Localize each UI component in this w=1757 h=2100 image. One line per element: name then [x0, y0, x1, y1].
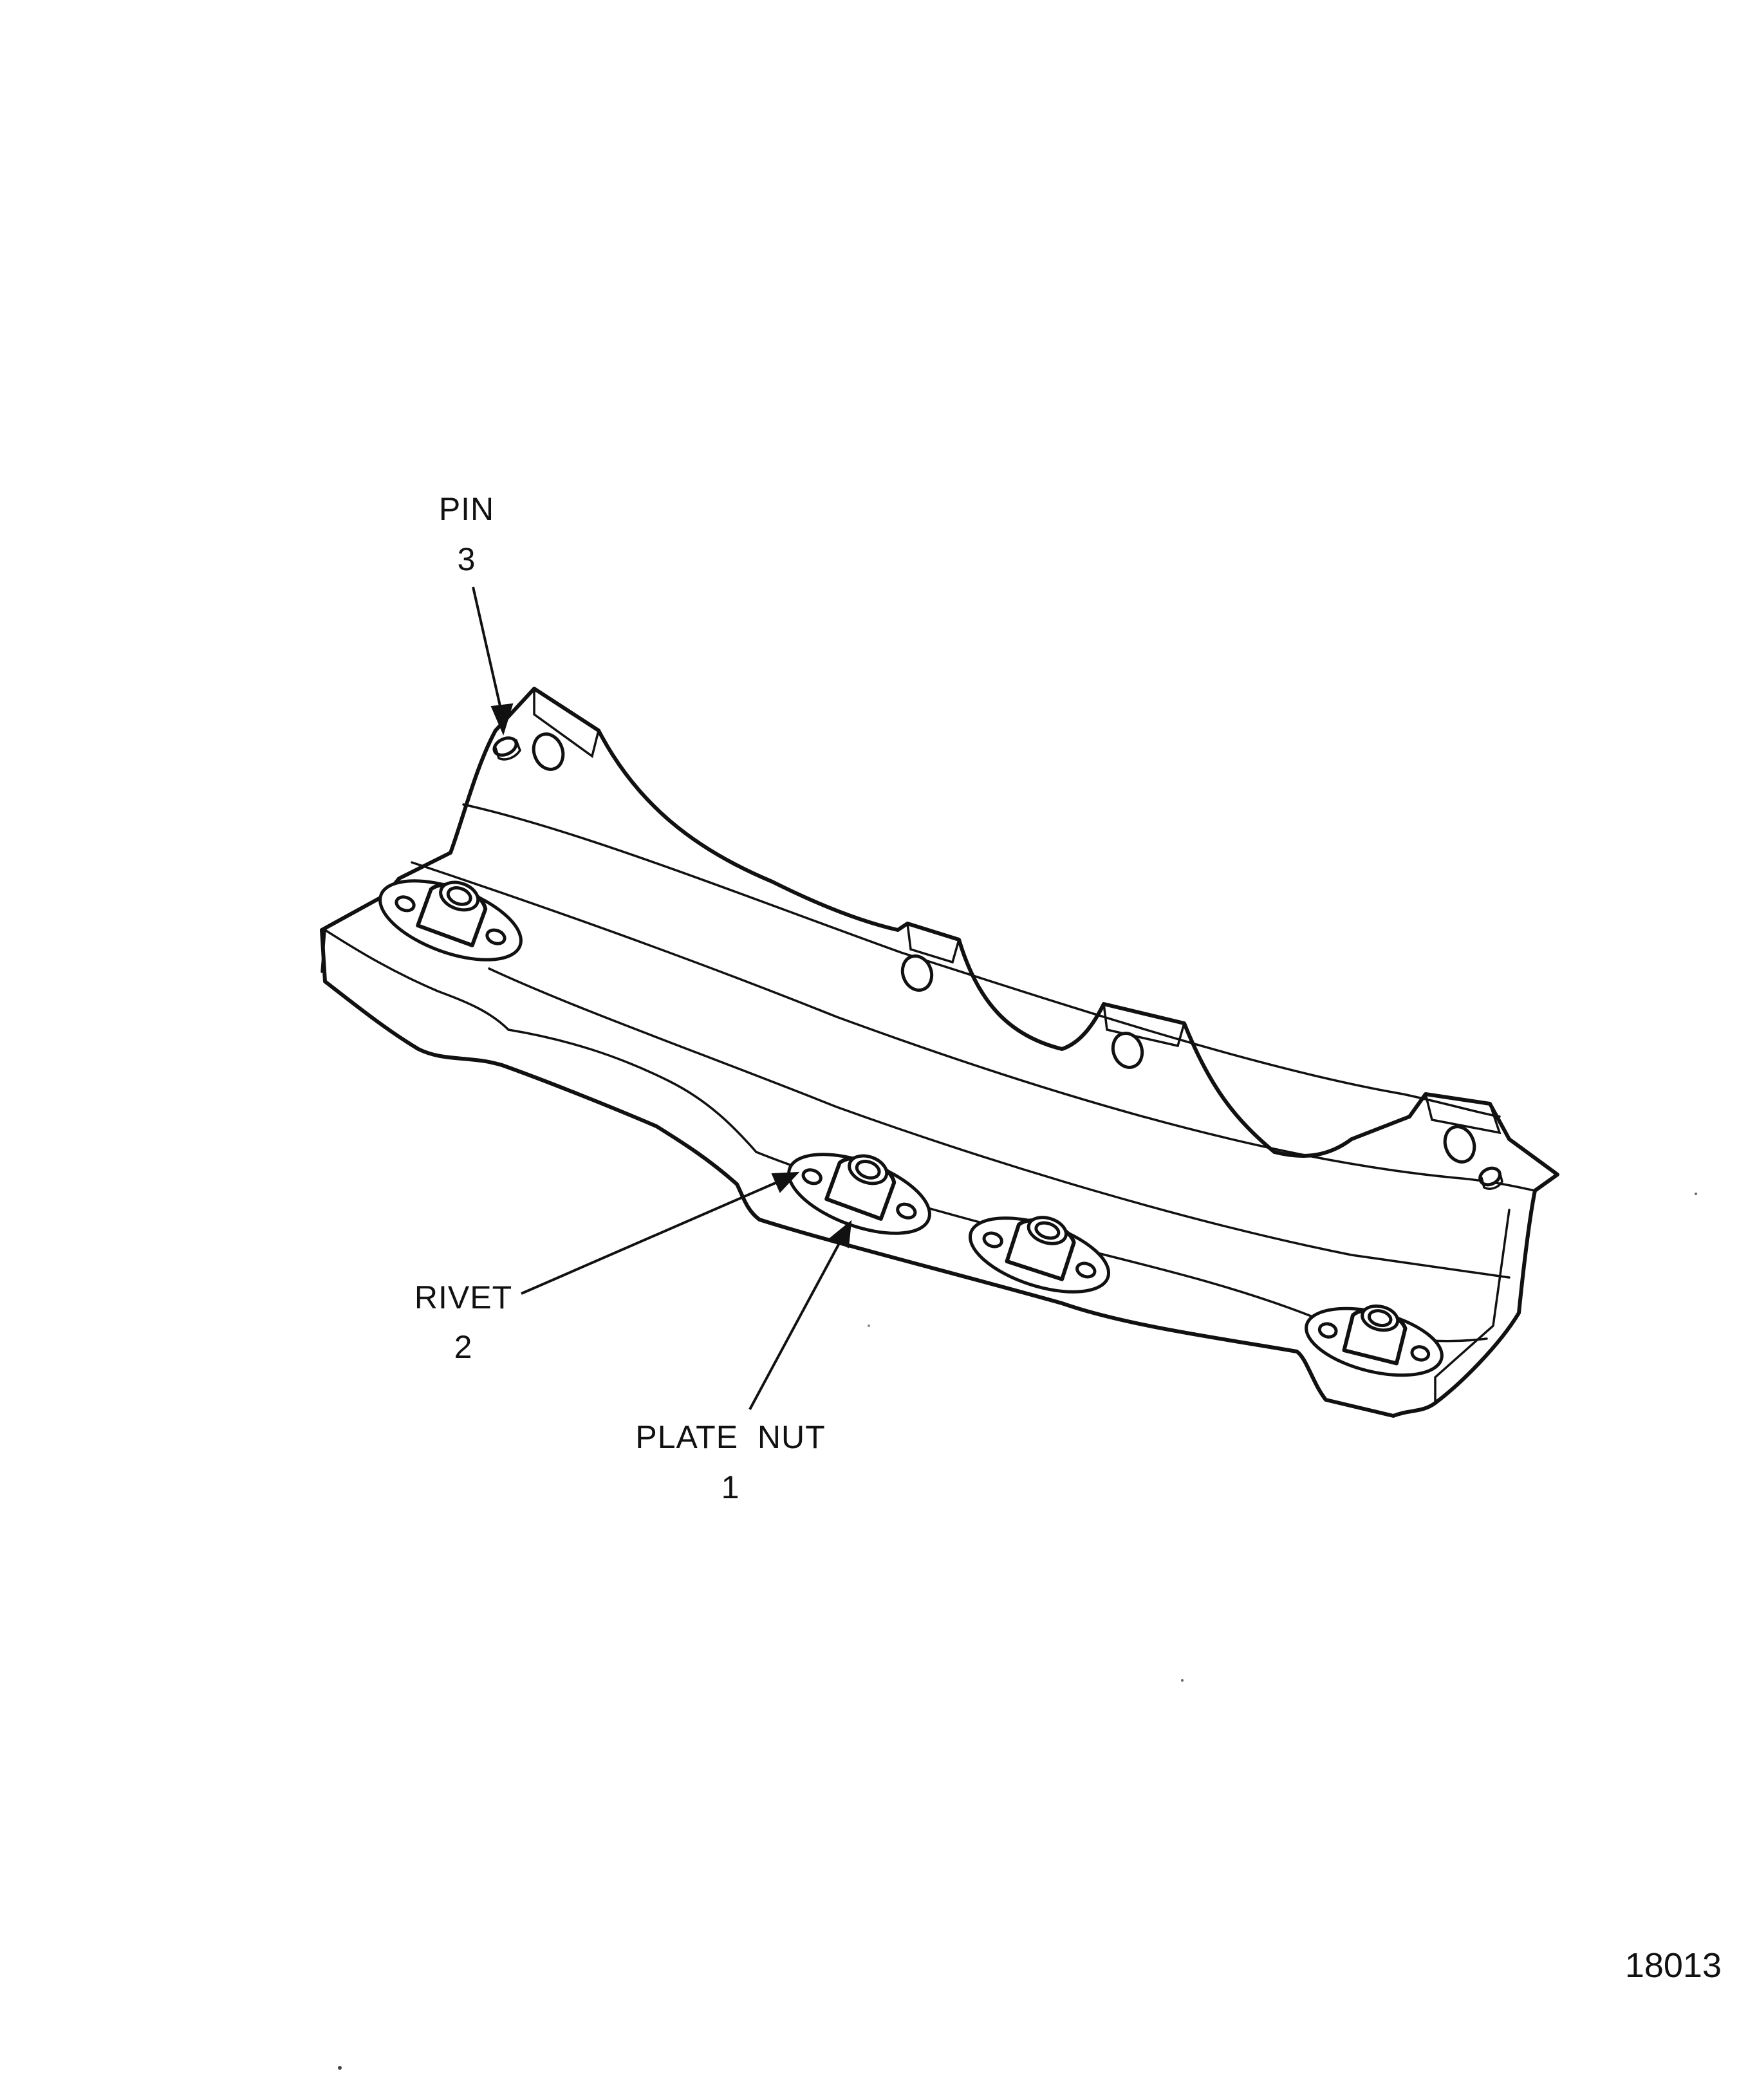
bracket-slab-edge — [507, 1028, 758, 1153]
pin-left — [492, 736, 521, 761]
callout-pin: PIN 3 — [439, 491, 494, 577]
pin-right — [1478, 1166, 1503, 1190]
callout-plate-nut: PLATE NUT 1 — [635, 1419, 825, 1505]
tab-hole-left — [532, 732, 565, 771]
pin-leader — [472, 586, 514, 736]
callout-rivet-name: RIVET — [414, 1279, 512, 1315]
bracket-contour-upper — [462, 803, 1501, 1118]
plate-nut-leader — [748, 1220, 852, 1410]
plate-nut-1 — [378, 879, 523, 962]
tab-hole-end — [1443, 1125, 1476, 1164]
bracket-contour-lower — [488, 967, 1511, 1279]
callout-plate-nut-name: PLATE NUT — [635, 1419, 825, 1455]
bracket-right-thickness — [1434, 1209, 1511, 1404]
plate-nut-4 — [1305, 1304, 1444, 1377]
plate-nut-2 — [787, 1153, 931, 1235]
tab-hole-right — [1111, 1032, 1144, 1069]
rivet-leader — [521, 1171, 800, 1295]
callout-pin-number: 3 — [458, 541, 476, 577]
tab-left-thickness — [533, 687, 600, 758]
tab-right-thickness — [1102, 1003, 1185, 1048]
tab-hole-middle — [900, 954, 934, 992]
scan-specks — [338, 1193, 1697, 2070]
callout-rivet: RIVET 2 — [414, 1279, 512, 1365]
tab-end-thickness — [1424, 1093, 1501, 1135]
bracket-left-thickness — [321, 929, 326, 973]
tab-middle-thickness — [906, 922, 960, 964]
callout-plate-nut-number: 1 — [721, 1469, 740, 1505]
callout-rivet-number: 2 — [454, 1329, 473, 1365]
bracket-contour-middle — [411, 861, 1536, 1192]
callout-pin-name: PIN — [439, 491, 494, 527]
plate-nut-3 — [968, 1216, 1111, 1294]
figure-number: 18013 — [1625, 1946, 1722, 1985]
bracket-front-edge — [324, 929, 510, 1031]
